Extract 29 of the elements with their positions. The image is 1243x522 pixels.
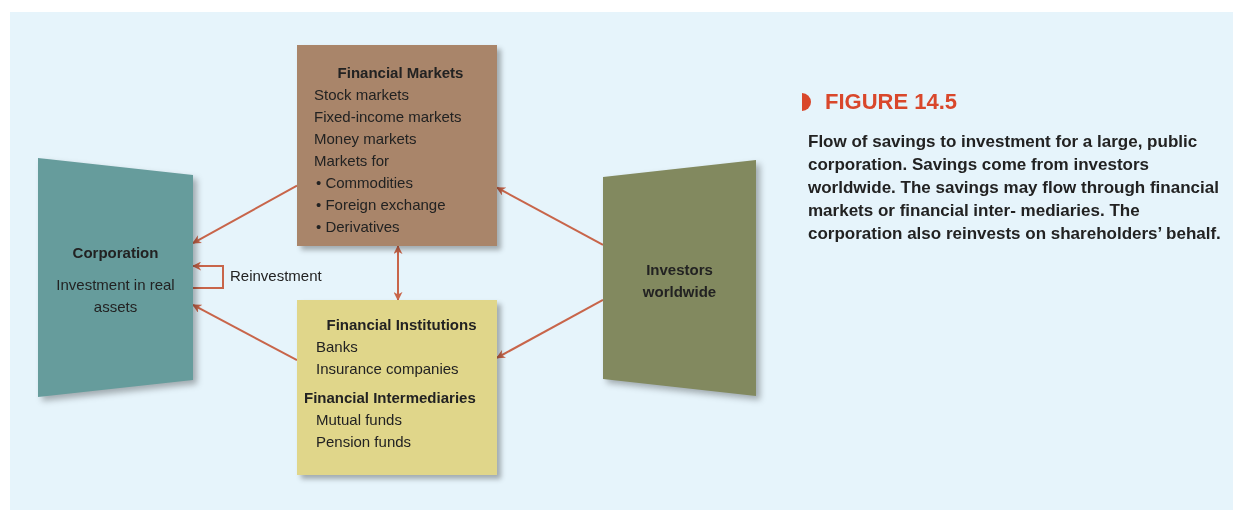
process-box [297,300,497,475]
box-heading: Investors worldwide [641,260,718,302]
arrow [496,298,604,359]
box-text: Markets for [314,151,390,171]
box-text: Pension funds [316,432,413,452]
figure-title: FIGURE 14.5 [825,90,958,114]
box-text: Investment in real assets [55,275,176,317]
trapezoid-panel [603,160,756,396]
process-box [297,45,497,246]
arrow [192,304,298,362]
arrow [192,261,224,289]
arrow [393,245,403,301]
box-text: Money markets [314,129,418,149]
box-text: Banks [316,337,359,357]
box-text: • Foreign exchange [315,195,447,215]
box-text: Insurance companies [316,359,460,379]
box-heading: Corporation [71,243,160,263]
box-heading: Financial Intermediaries [304,388,477,408]
box-heading: Financial Institutions [326,315,477,335]
figure-caption: Flow of savings to investment for a large, public corporation. Savings come from investors worldwide. The savings may flow through financial markets or financial inter- mediaries. The corporation also reinvests on shareholders’ behalf. [808,131,1222,245]
arrow [496,186,604,246]
box-text: Mutual funds [316,410,403,430]
box-text: • Derivatives [315,217,401,237]
trapezoid-panel [38,158,193,397]
box-text: • Commodities [315,173,414,193]
box-text: Stock markets [314,85,411,105]
box-heading: Financial Markets [337,63,464,83]
arrow [192,184,298,245]
box-text: Fixed-income markets [314,107,463,127]
